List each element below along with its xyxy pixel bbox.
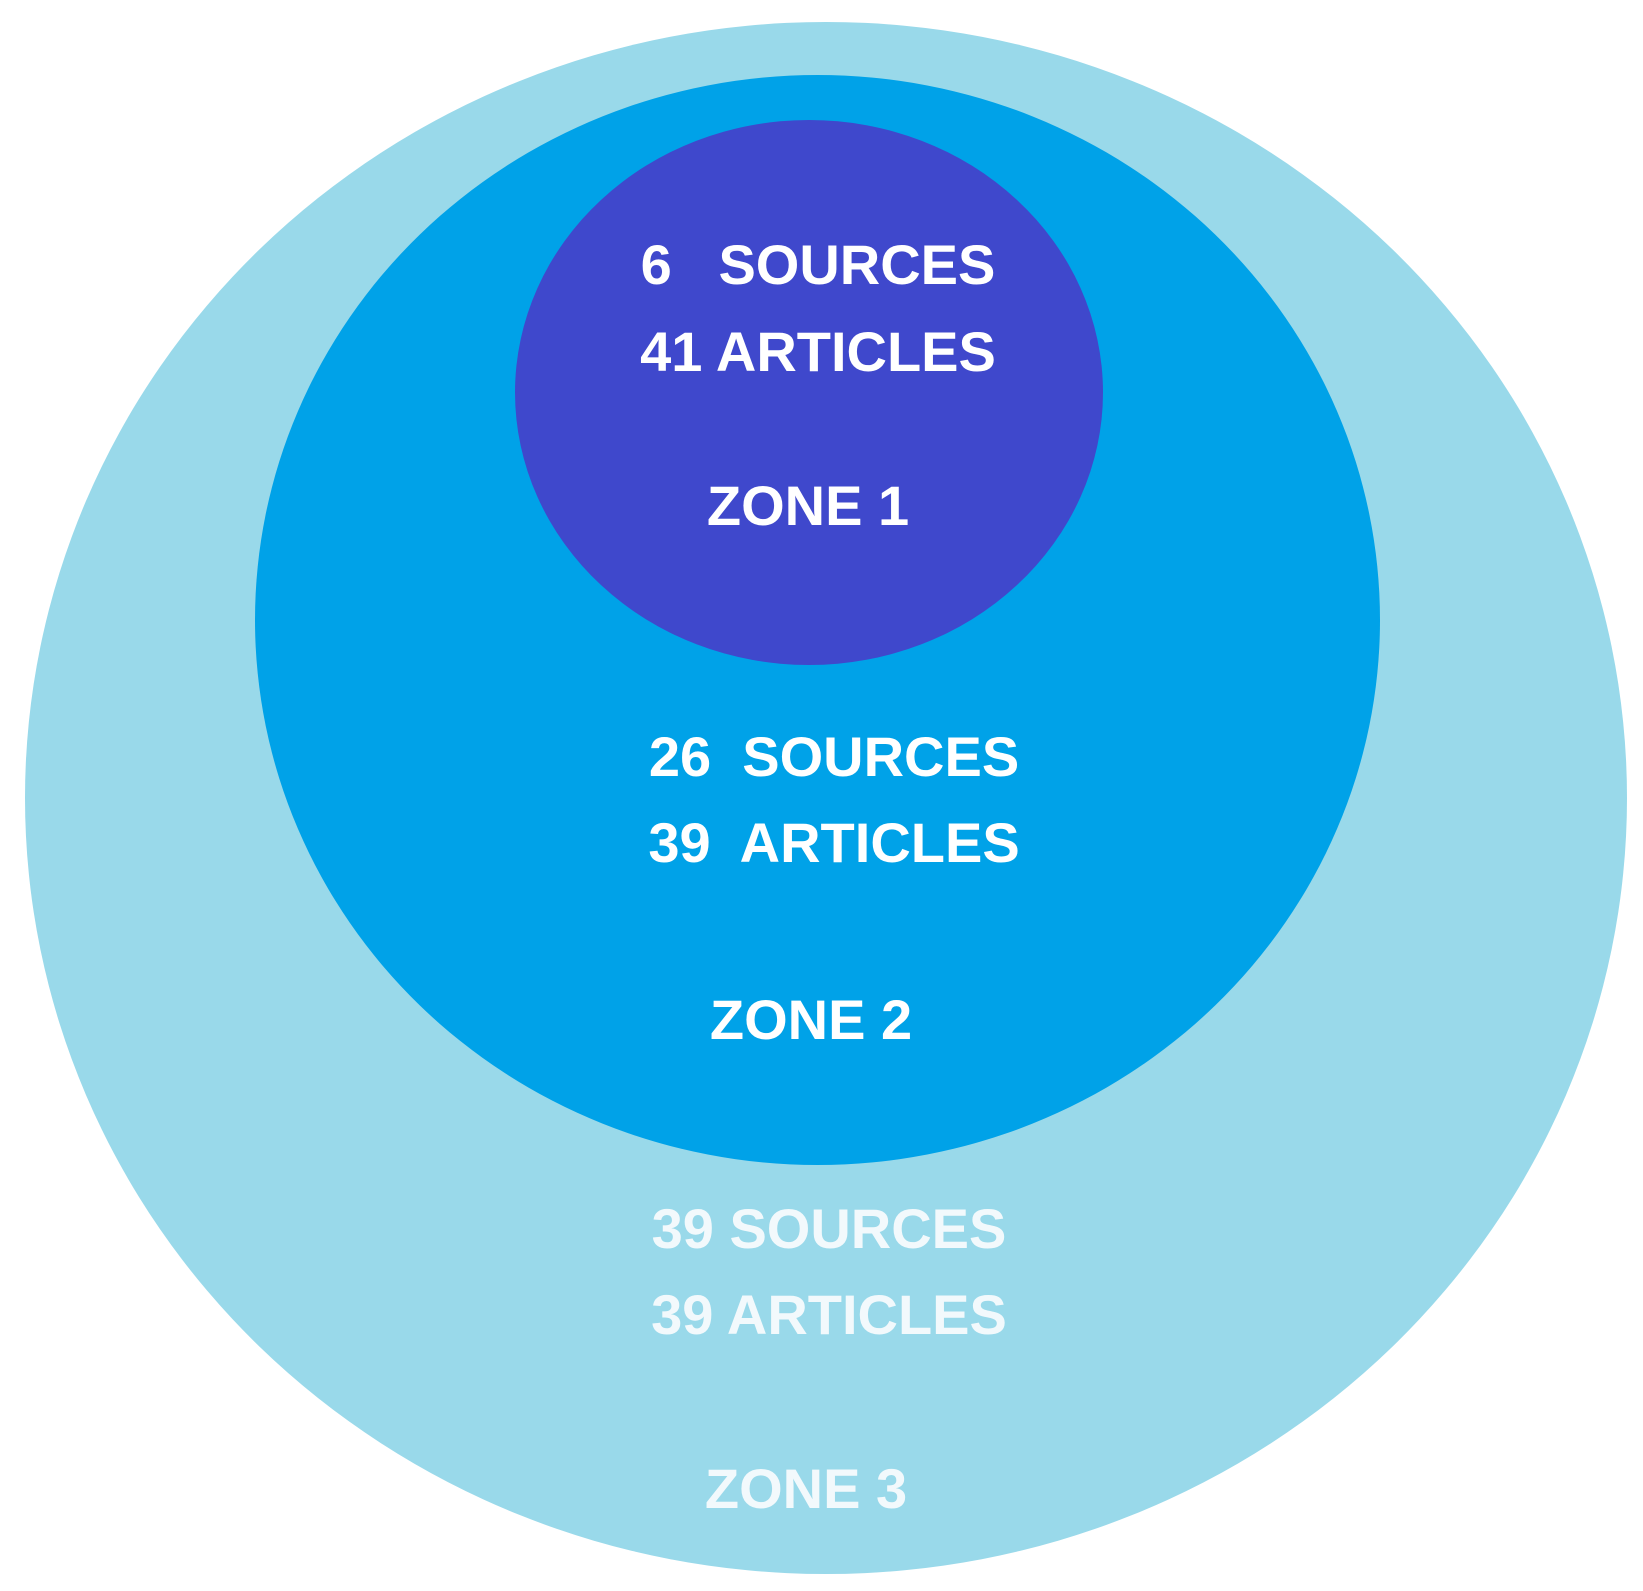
zone-2-articles: 39 ARTICLES	[648, 811, 1020, 874]
zone-1-circle	[515, 120, 1103, 665]
zone-2-name: ZONE 2	[709, 988, 913, 1051]
zone-3-articles: 39 ARTICLES	[651, 1283, 1007, 1346]
zone-1-articles: 41 ARTICLES	[640, 320, 996, 383]
zone-3-name: ZONE 3	[704, 1457, 908, 1520]
zone-3-sources: 39 SOURCES	[651, 1197, 1007, 1260]
zone-1-name: ZONE 1	[706, 474, 910, 537]
zone-1-sources: 6 SOURCES	[640, 233, 996, 296]
zone-2-sources: 26 SOURCES	[648, 725, 1020, 788]
